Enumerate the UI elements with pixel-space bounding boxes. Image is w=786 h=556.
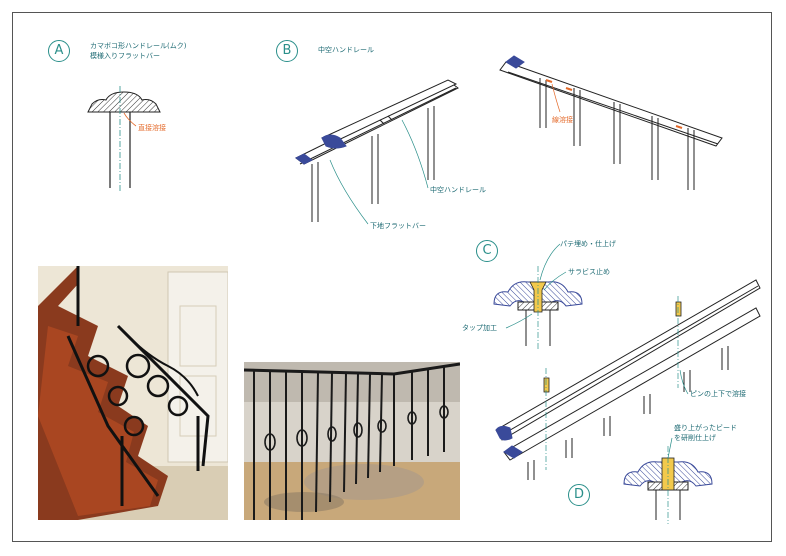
section-b-flatbar-note: 下地フラットバー bbox=[370, 222, 426, 230]
section-a-title-line1: カマボコ形ハンドレール(ムク) bbox=[90, 42, 187, 50]
section-b-rail-right bbox=[499, 55, 723, 190]
section-a-handrail-profile bbox=[87, 91, 161, 113]
drawing-frame bbox=[12, 12, 772, 542]
section-d-pin-weld-note: ピンの上下で溶接 bbox=[690, 390, 746, 398]
section-a-marker: A bbox=[48, 40, 70, 62]
section-b-weld-marks bbox=[545, 79, 683, 129]
section-b-title: 中空ハンドレール bbox=[318, 46, 374, 54]
section-b-flatbar-leader bbox=[329, 159, 369, 225]
section-a-weld-note: 直接溶接 bbox=[138, 124, 166, 132]
section-b-marker: B bbox=[276, 40, 298, 62]
section-d-pins bbox=[543, 301, 682, 393]
section-d-bead-note-line1: 盛り上がったビード bbox=[674, 424, 737, 432]
section-a-title-line2: 模様入りフラットバー bbox=[90, 52, 160, 60]
section-a-weld-leader bbox=[123, 112, 137, 127]
section-b-weld-leader bbox=[551, 83, 561, 113]
photo-balusters-landing bbox=[244, 362, 460, 520]
section-b-hollow-note: 中空ハンドレール bbox=[430, 186, 486, 194]
section-c-screw-note: サラビス止め bbox=[568, 268, 610, 276]
section-d-marker: D bbox=[568, 484, 590, 506]
section-b-rail-left bbox=[295, 79, 459, 222]
section-d-rail bbox=[495, 279, 761, 480]
photo-balusters-landing-image bbox=[244, 362, 460, 520]
photo-ornate-staircase-image bbox=[38, 266, 228, 520]
section-b-line-weld-note: 線溶接 bbox=[552, 116, 573, 124]
section-c-putty-note: パテ埋め・仕上げ bbox=[560, 240, 616, 248]
section-b-hollow-leader bbox=[401, 119, 429, 189]
photo-ornate-staircase bbox=[38, 266, 228, 520]
section-c-tap-note: タップ加工 bbox=[462, 324, 497, 332]
section-c-marker: C bbox=[476, 240, 498, 262]
section-d-bead-note-line2: を研削仕上げ bbox=[674, 434, 716, 442]
